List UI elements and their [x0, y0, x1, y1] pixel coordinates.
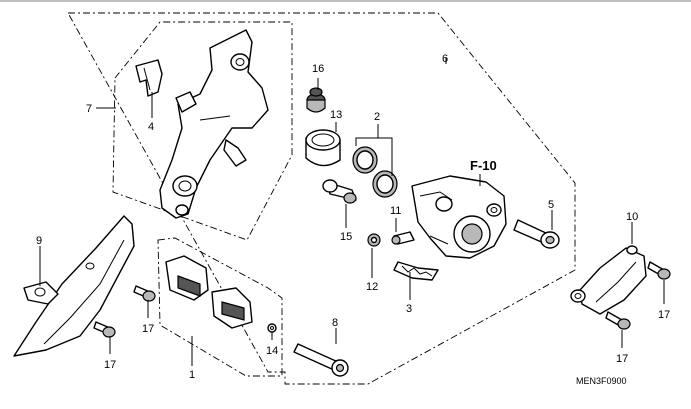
pad-spring — [393, 261, 439, 281]
bolt-a — [133, 285, 156, 302]
callout-9: 9 — [36, 235, 42, 247]
callout-14: 14 — [266, 345, 278, 357]
bleeder-cap — [367, 233, 381, 247]
callout-13: 13 — [330, 109, 342, 121]
piston — [305, 129, 341, 167]
callout-labels: 7 4 16 13 2 6 F-10 5 11 15 12 3 9 17 17 … — [36, 53, 670, 386]
callout-10: 10 — [626, 211, 638, 223]
pin-bolt — [513, 219, 560, 249]
callout-2: 2 — [374, 111, 380, 123]
pad-set-outline-1 — [157, 237, 283, 377]
slide-pin — [322, 179, 357, 204]
bolt-c — [647, 261, 671, 280]
caliper-bracket — [159, 29, 269, 219]
boot — [306, 87, 326, 113]
pad-retainer-clip — [135, 59, 163, 97]
pad-pin — [293, 343, 349, 377]
callout-17-c: 17 — [658, 309, 670, 321]
brake-pad-b — [211, 287, 253, 329]
reference-label: F-10 — [470, 158, 497, 173]
bracket-group-outline-7 — [112, 21, 293, 241]
seal-rings — [352, 146, 398, 198]
heel-guard-left — [13, 215, 135, 357]
pad-pin-plug — [267, 323, 277, 333]
diagram-code: MEN3F0900 — [576, 376, 627, 386]
callout-6: 6 — [442, 53, 448, 65]
caliper-body — [411, 175, 507, 259]
bolt-b — [93, 321, 116, 338]
callout-12: 12 — [366, 281, 378, 293]
callout-11: 11 — [390, 205, 401, 217]
callout-7: 7 — [86, 103, 92, 115]
callout-5: 5 — [548, 199, 554, 211]
callout-17-d: 17 — [616, 353, 628, 365]
callout-1: 1 — [189, 369, 195, 381]
callout-17-a: 17 — [142, 323, 154, 335]
callout-3: 3 — [406, 303, 412, 315]
callout-4: 4 — [148, 121, 154, 133]
bolt-d — [605, 311, 631, 330]
brake-pad-a — [165, 255, 209, 301]
leader-lines — [39, 58, 665, 366]
bleeder-screw — [391, 231, 415, 245]
callout-15: 15 — [340, 231, 352, 243]
assembly-outline-6 — [67, 12, 576, 385]
heel-guard-right — [570, 245, 647, 315]
callout-8: 8 — [332, 317, 338, 329]
callout-16: 16 — [312, 63, 324, 75]
callout-17-b: 17 — [104, 359, 116, 371]
